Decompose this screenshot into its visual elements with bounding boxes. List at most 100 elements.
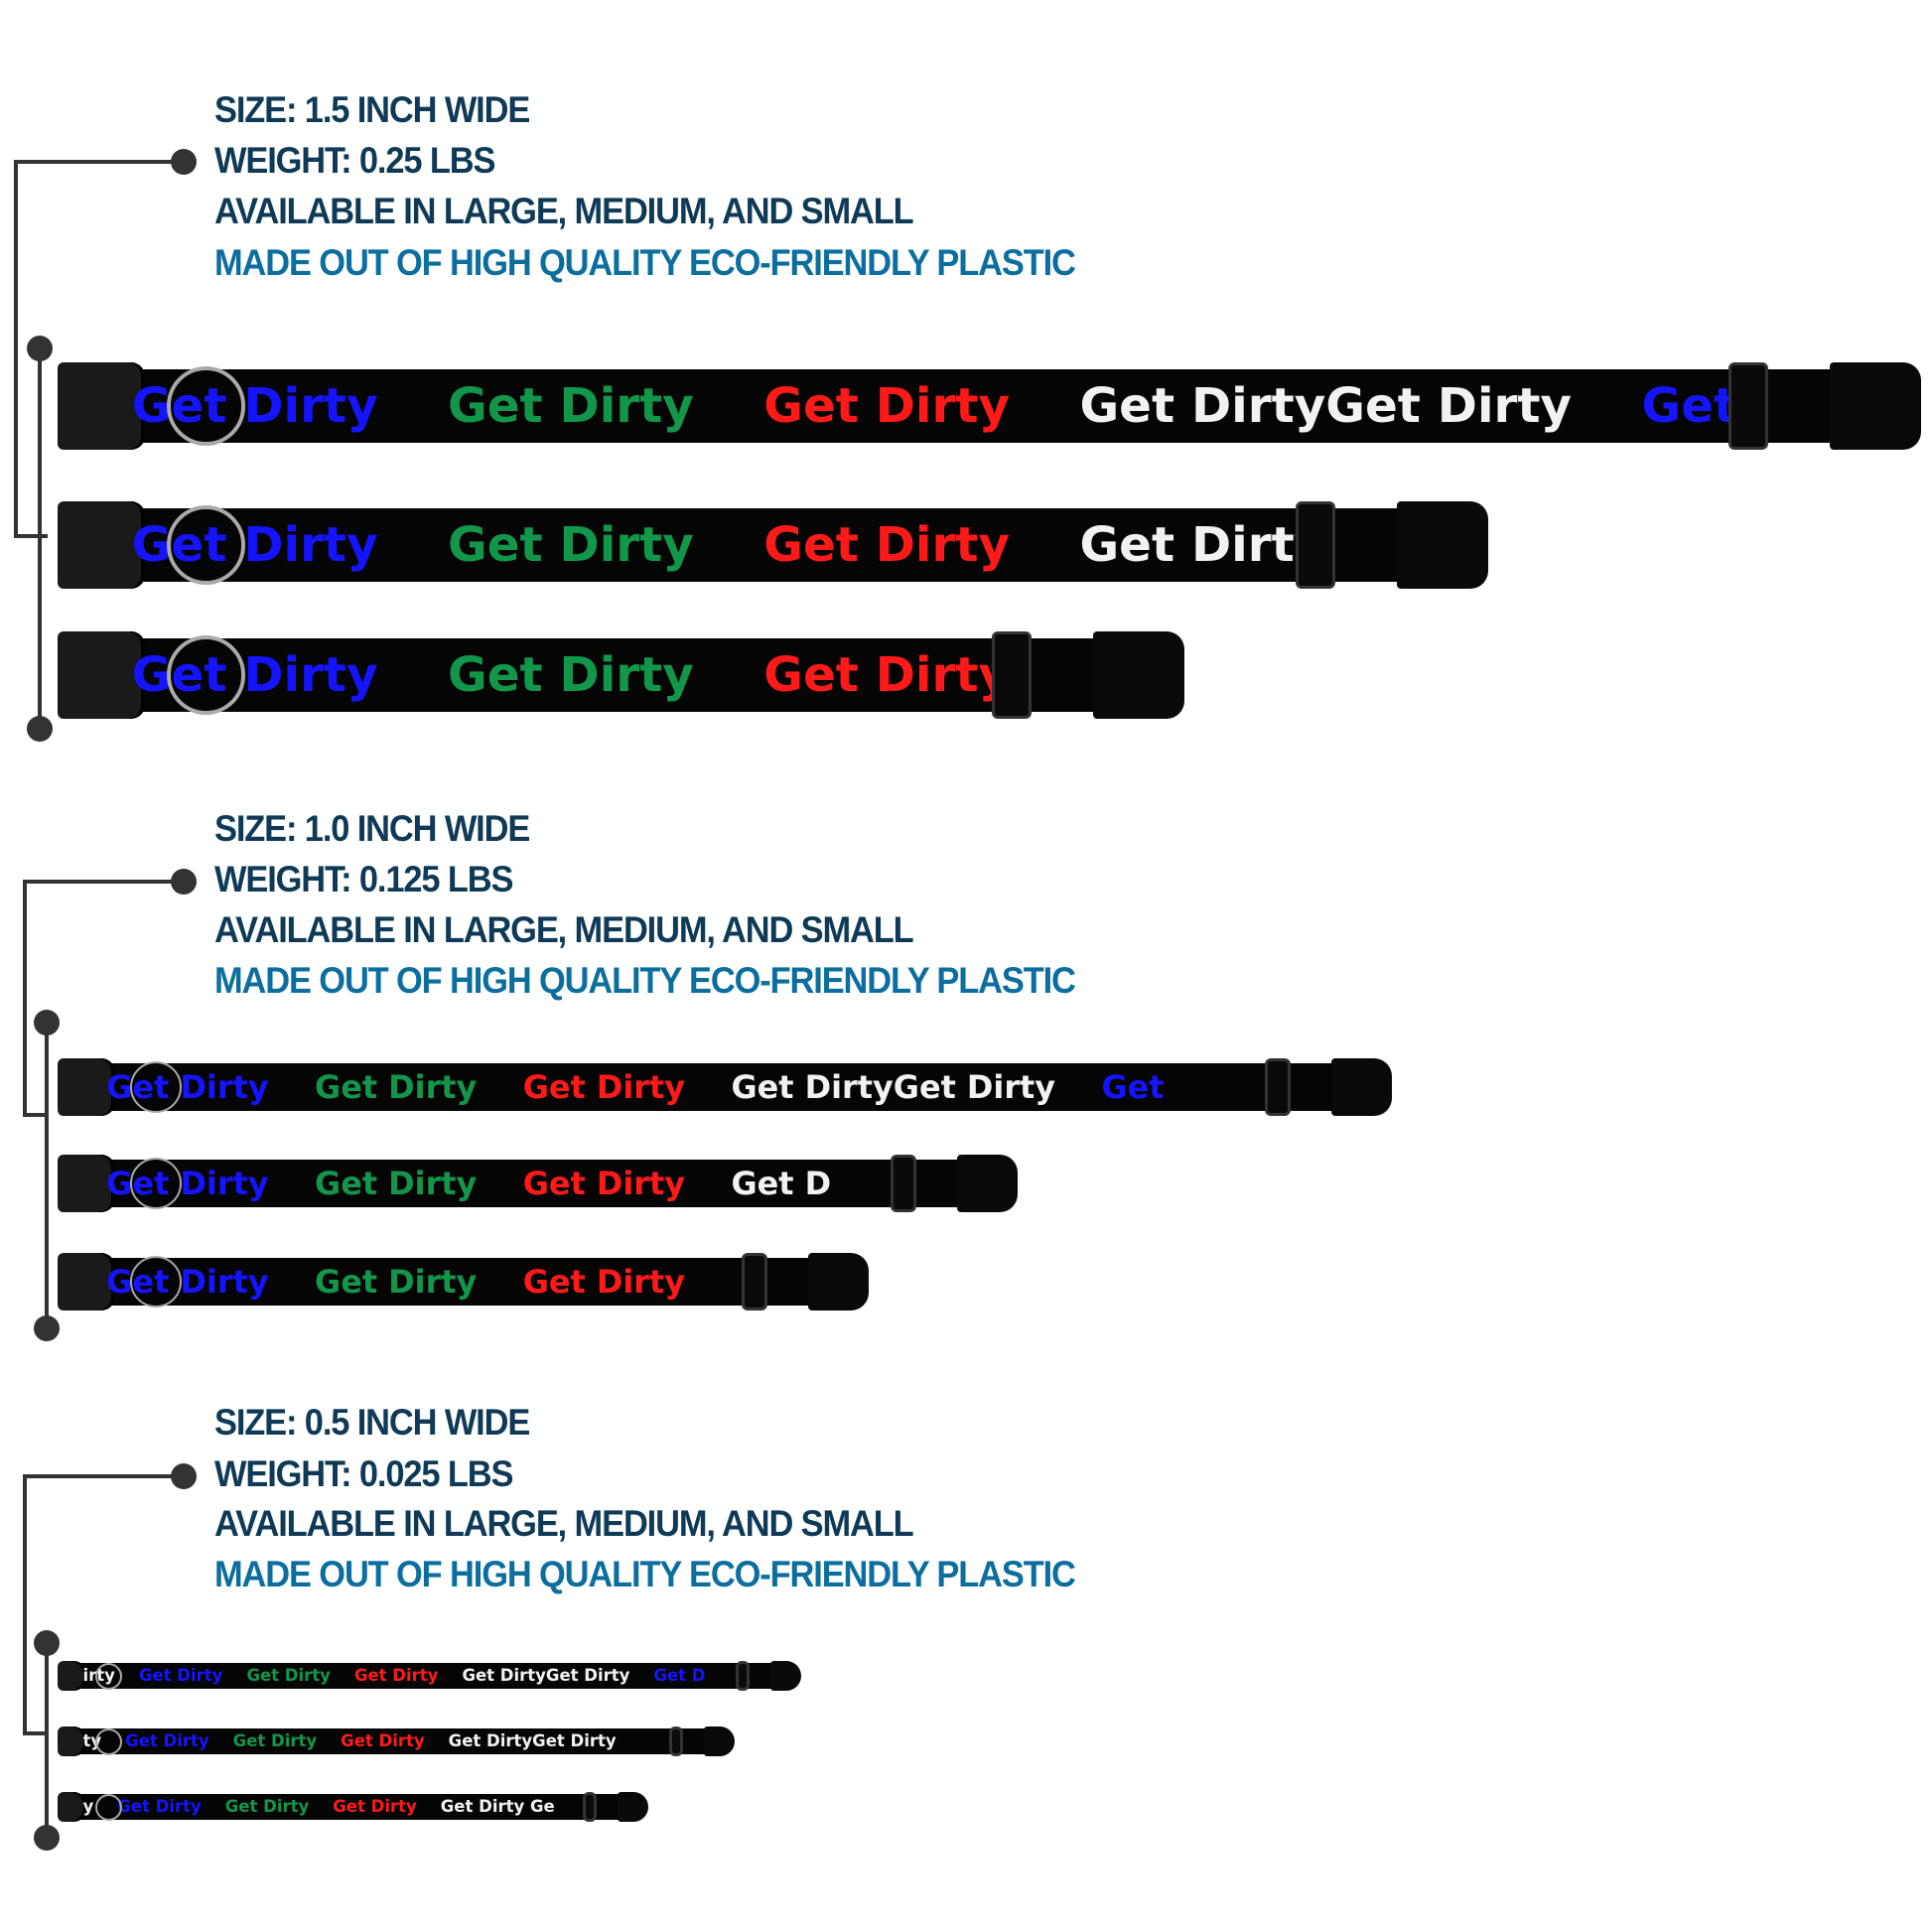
print-text: y — [82, 1797, 94, 1817]
print-text: Get Dirty — [763, 646, 1011, 703]
buckle-male — [808, 1253, 869, 1311]
buckle-female — [58, 1726, 87, 1756]
availability-label: AVAILABLE IN LARGE, MEDIUM, AND SMALL — [214, 1503, 914, 1544]
weight-label: WEIGHT: 0.25 LBS — [214, 140, 495, 181]
strap-keeper — [1728, 362, 1768, 450]
print-text: Get DirtyGet Dirty — [462, 1666, 630, 1686]
d-ring-icon — [129, 1060, 182, 1114]
print-text: Get Dirty — [315, 1164, 478, 1202]
buckle-female — [58, 501, 145, 589]
print-text: Get Dirty — [315, 1262, 478, 1301]
buckle-female — [58, 1155, 115, 1212]
strap-keeper — [992, 631, 1032, 719]
strap-keeper — [583, 1792, 597, 1822]
strap-keeper — [891, 1155, 917, 1212]
print-text: Get Dirty — [333, 1797, 417, 1817]
print-text: Get Dirty — [522, 1164, 686, 1202]
d-ring-icon — [129, 1157, 182, 1210]
print-text: Get Dirty — [448, 377, 694, 434]
print-text: Get DirtyGet Dirty — [1079, 377, 1573, 434]
material-label: MADE OUT OF HIGH QUALITY ECO-FRIENDLY PL… — [214, 960, 1076, 1001]
buckle-female — [58, 362, 145, 450]
d-ring-icon — [94, 1793, 122, 1821]
d-ring-icon — [94, 1727, 122, 1755]
availability-label: AVAILABLE IN LARGE, MEDIUM, AND SMALL — [214, 909, 914, 950]
buckle-female — [58, 631, 145, 719]
print-text: Get Dirty — [763, 516, 1011, 573]
buckle-male — [1396, 501, 1488, 589]
strap-keeper — [1296, 501, 1335, 589]
print-text: Get DirtyGet Dirty — [731, 1067, 1056, 1106]
d-ring-icon — [167, 505, 246, 585]
print-text: Get D — [653, 1666, 706, 1686]
print-text: Get Dirty — [1079, 516, 1326, 573]
d-ring-icon — [167, 635, 246, 715]
strap-keeper — [669, 1726, 683, 1756]
collar-print: y Get Dirty Get Dirty Get Dirty Get Dirty Ge — [83, 1794, 603, 1819]
buckle-female — [58, 1253, 115, 1311]
buckle-male — [703, 1726, 735, 1756]
buckle-male — [957, 1155, 1018, 1212]
collar-strap — [91, 1159, 972, 1208]
d-ring-icon — [129, 1255, 182, 1309]
collar-strap — [109, 369, 1852, 443]
weight-label: WEIGHT: 0.025 LBS — [214, 1453, 513, 1494]
print-text: Get Dirty — [315, 1067, 478, 1106]
weight-label: WEIGHT: 0.125 LBS — [214, 859, 513, 899]
material-label: MADE OUT OF HIGH QUALITY ECO-FRIENDLY PL… — [214, 242, 1076, 283]
print-text: Get Dirty — [522, 1262, 686, 1301]
strap-keeper — [742, 1253, 768, 1311]
buckle-male — [617, 1792, 648, 1822]
print-text: Get Dirty — [763, 377, 1011, 434]
buckle-female — [58, 1661, 87, 1691]
print-text: Get DirtyGet Dirty — [448, 1731, 617, 1751]
buckle-male — [1829, 362, 1921, 450]
print-text: Get — [1101, 1067, 1165, 1106]
buckle-male — [1092, 631, 1184, 719]
size-label: SIZE: 1.5 INCH WIDE — [214, 89, 530, 130]
collar-strap — [91, 1257, 823, 1307]
print-text: Get Dirty — [246, 1666, 331, 1686]
collar-strap — [75, 1794, 624, 1820]
strap-keeper — [736, 1661, 750, 1691]
print-text: Get Dirty — [522, 1067, 686, 1106]
d-ring-icon — [94, 1662, 122, 1690]
print-text: Get Dirty — [448, 646, 694, 703]
print-text: Get D — [731, 1164, 832, 1202]
collar-strap — [109, 638, 1115, 712]
print-text: Get Dirty Ge — [440, 1797, 555, 1817]
size-label: SIZE: 0.5 INCH WIDE — [214, 1402, 530, 1443]
print-text: Get Dirty — [138, 1666, 223, 1686]
print-text: Get Dirty — [125, 1731, 209, 1751]
print-text: Get Dirty — [117, 1797, 202, 1817]
material-label: MADE OUT OF HIGH QUALITY ECO-FRIENDLY PL… — [214, 1554, 1076, 1594]
print-text: Get Dirty — [341, 1731, 425, 1751]
collar-small: y Get Dirty Get Dirty Get Dirty Get Dirty Ge — [58, 1792, 648, 1822]
collar-strap — [91, 1062, 1346, 1112]
print-text: Get Dirty — [448, 516, 694, 573]
print-text: Get — [1641, 377, 1737, 434]
buckle-female — [58, 1058, 115, 1116]
print-text: Get Dirty — [232, 1731, 318, 1751]
collar-strap — [109, 508, 1419, 582]
print-text: Get Dirty — [353, 1666, 439, 1686]
strap-keeper — [1265, 1058, 1292, 1116]
buckle-male — [769, 1661, 801, 1691]
buckle-male — [1331, 1058, 1392, 1116]
availability-label: AVAILABLE IN LARGE, MEDIUM, AND SMALL — [214, 191, 914, 231]
print-text: Get Dirty — [224, 1797, 310, 1817]
